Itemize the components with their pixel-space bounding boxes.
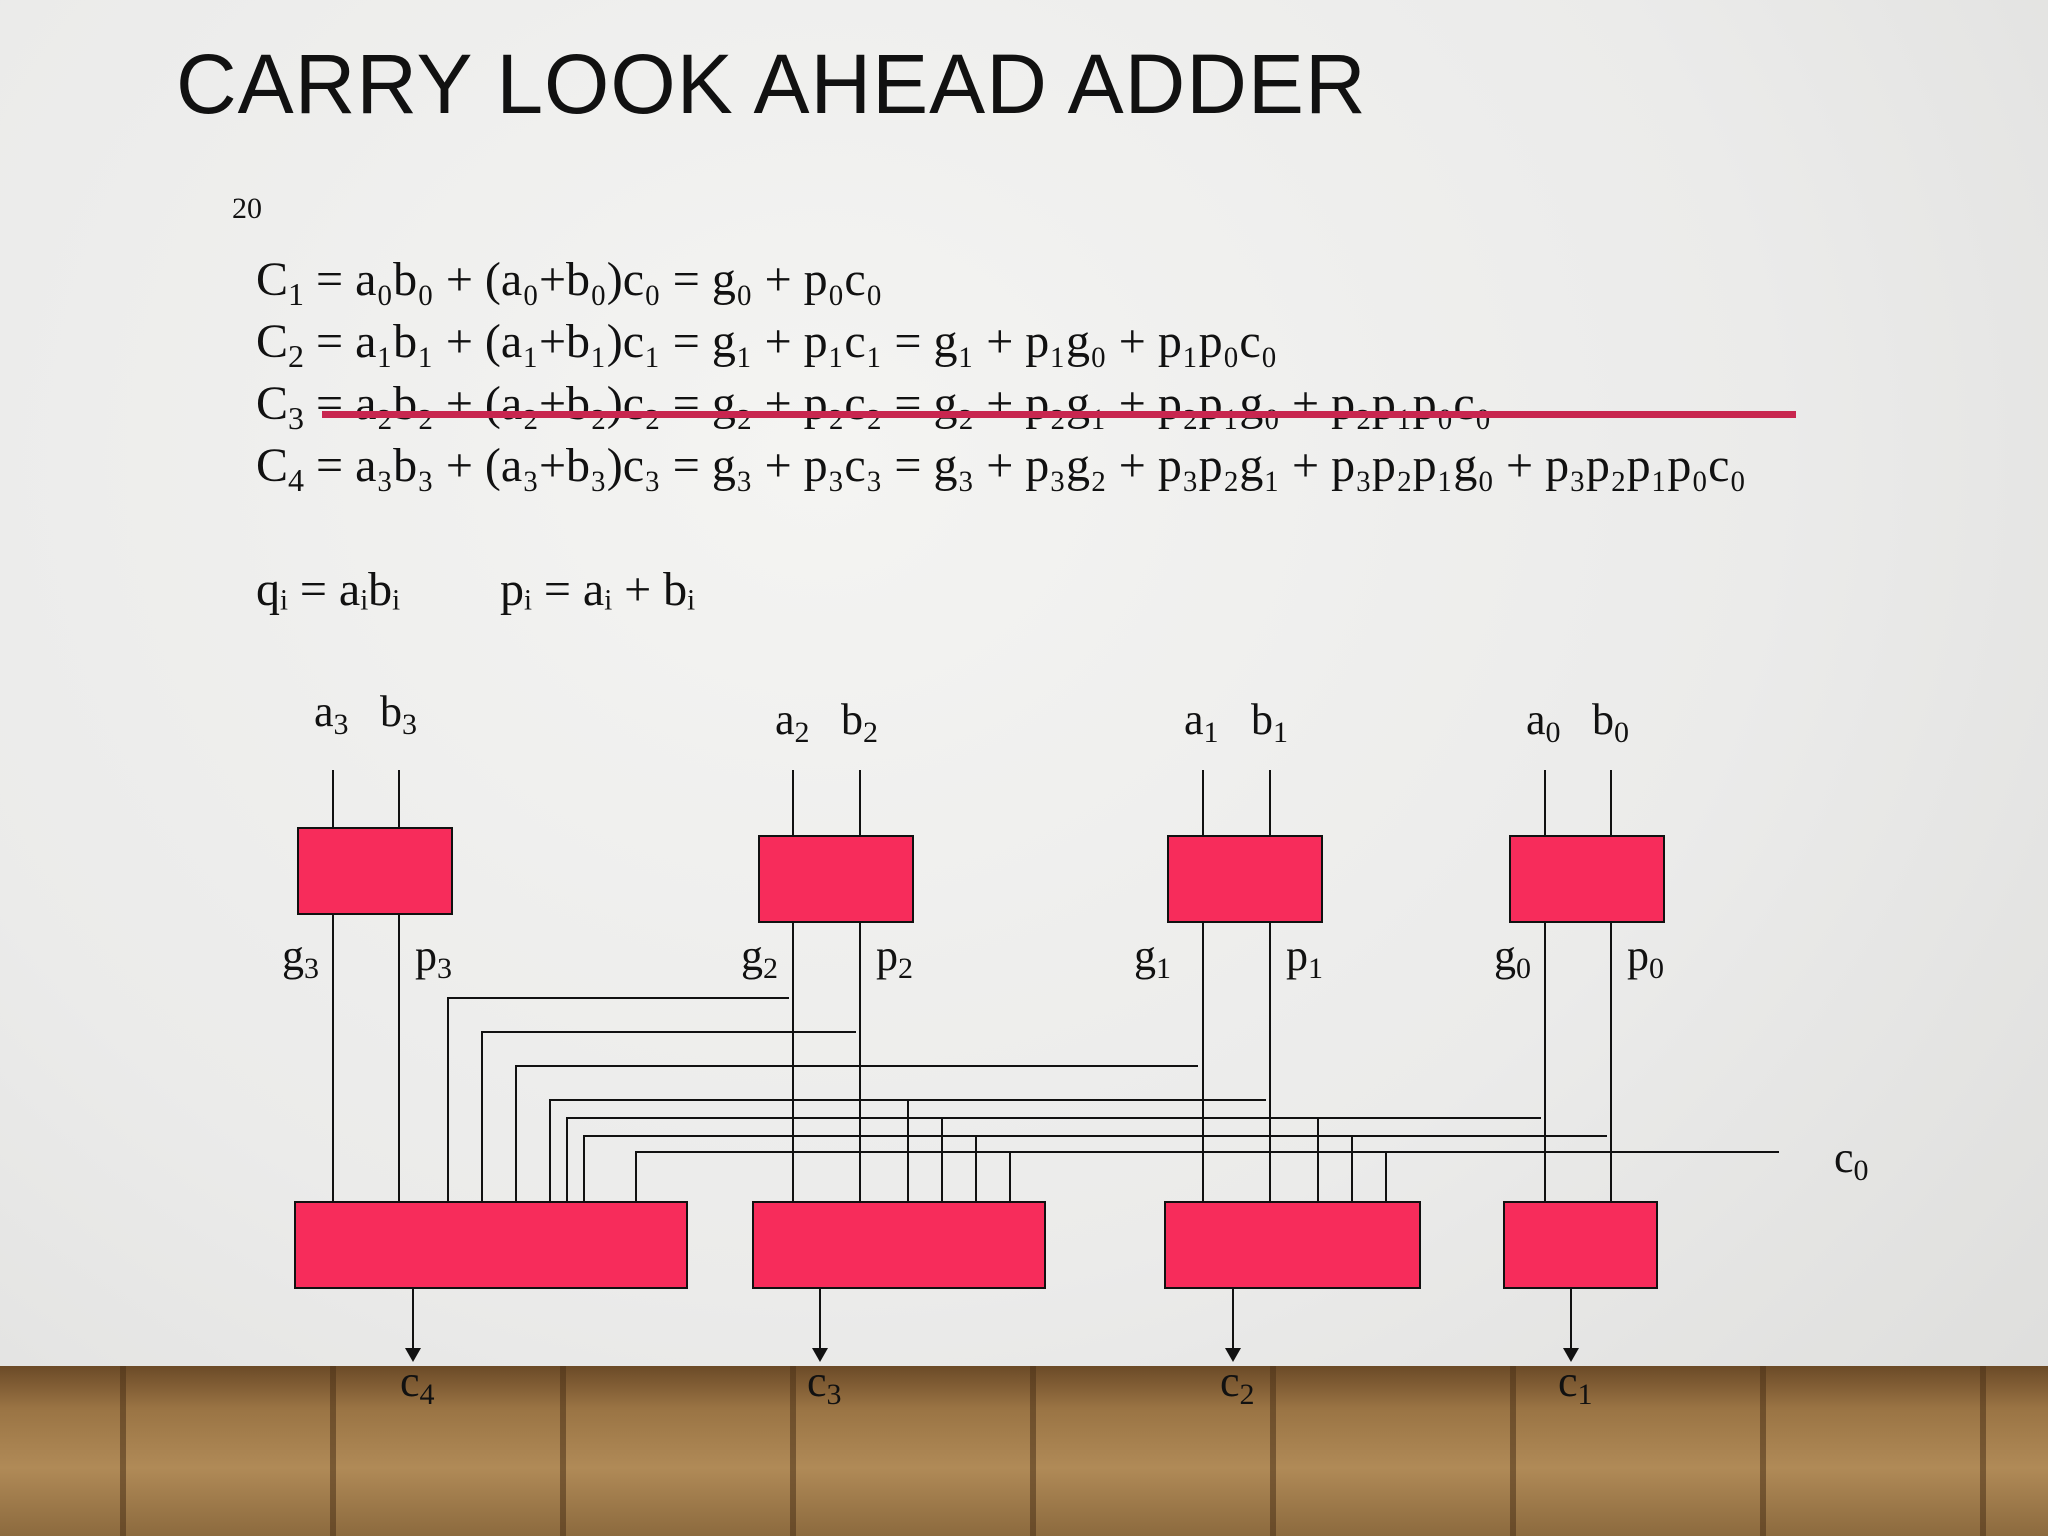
equation-c1: C1 = a₀b₀ + (a₀+b₀)c₀ = g₀ + p₀c₀ xyxy=(256,253,883,312)
label-g0: g0 xyxy=(1494,931,1531,985)
input-label-a1: a1 xyxy=(1184,695,1219,749)
input-label-b3: b3 xyxy=(380,687,417,741)
label-p1: p1 xyxy=(1286,931,1323,985)
carry-block-3 xyxy=(752,1201,1046,1289)
strikethrough-line xyxy=(322,411,1796,418)
arrowheads xyxy=(405,1348,1579,1362)
label-p3: p3 xyxy=(415,931,452,985)
slide-title: CARRY LOOK AHEAD ADDER xyxy=(176,37,1367,131)
slide-number: 20 xyxy=(232,192,262,225)
gp-block-1 xyxy=(1167,835,1323,923)
label-g1: g1 xyxy=(1134,931,1171,985)
label-g2: g2 xyxy=(741,931,778,985)
input-label-a0: a0 xyxy=(1526,695,1561,749)
equation-c2: C2 = a₁b₁ + (a₁+b₁)c₁ = g₁ + p₁c₁ = g₁ +… xyxy=(256,315,1278,374)
carry-block-1 xyxy=(1503,1201,1658,1289)
input-label-a3: a3 xyxy=(314,687,349,741)
label-c4: c4 xyxy=(400,1357,435,1411)
input-label-b2: b2 xyxy=(841,695,878,749)
gp-block-3 xyxy=(297,827,453,915)
definition-p: pᵢ = aᵢ + bᵢ xyxy=(500,563,695,616)
label-p2: p2 xyxy=(876,931,913,985)
label-p0: p0 xyxy=(1627,931,1664,985)
carry-block-2 xyxy=(1164,1201,1421,1289)
input-label-b1: b1 xyxy=(1251,695,1288,749)
label-c1: c1 xyxy=(1558,1357,1593,1411)
diagram-wires xyxy=(332,770,1779,1350)
label-c2: c2 xyxy=(1220,1357,1255,1411)
gp-block-2 xyxy=(758,835,914,923)
input-label-a2: a2 xyxy=(775,695,810,749)
label-g3: g3 xyxy=(282,931,319,985)
gp-block-0 xyxy=(1509,835,1665,923)
wood-floor xyxy=(0,1366,2048,1536)
carry-block-4 xyxy=(294,1201,688,1289)
label-c3: c3 xyxy=(807,1357,842,1411)
definition-q: qᵢ = aᵢbᵢ xyxy=(256,563,400,616)
label-c0: c0 xyxy=(1834,1133,1869,1187)
equation-c3: C3 = a₂b₂ + (a₂+b₂)c₂ = g₂ + p₂c₂ = g₂ +… xyxy=(256,377,1492,436)
equation-c4: C4 = a₃b₃ + (a₃+b₃)c₃ = g₃ + p₃c₃ = g₃ +… xyxy=(256,439,1747,498)
input-label-b0: b0 xyxy=(1592,695,1629,749)
